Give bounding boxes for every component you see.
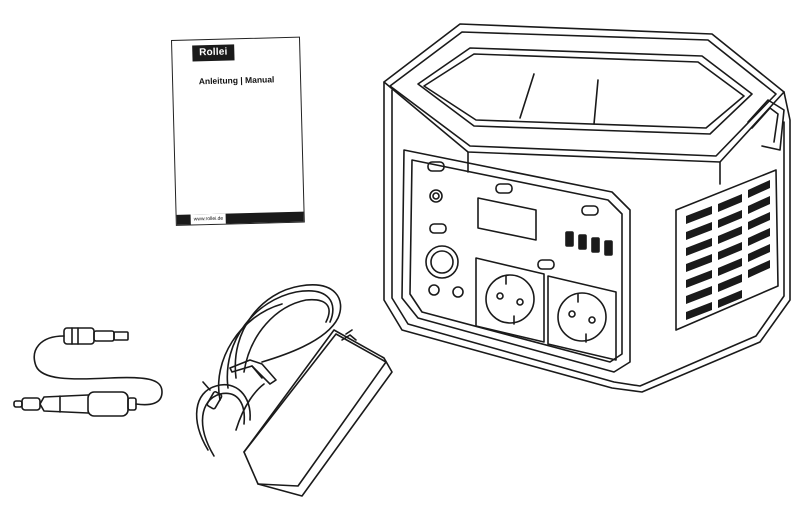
portable-power-station: [383, 23, 791, 393]
dc-plug-icon: [63, 327, 129, 345]
adapter-plug-icon: [202, 381, 223, 410]
side-vent-frame: [675, 169, 779, 331]
usb-ports-icon: [565, 231, 613, 256]
car-plug-icon: [13, 391, 137, 417]
car-charger-cable: [13, 327, 163, 417]
power-button-icon: [425, 245, 459, 279]
ac-socket-right-icon: [547, 275, 617, 361]
ac-socket-left-icon: [475, 257, 545, 343]
side-handle-icon: [747, 99, 785, 151]
ac-power-adapter: [195, 284, 393, 497]
indicator-small-icon: [427, 161, 599, 298]
display-screen-icon: [477, 197, 537, 241]
top-lid: [383, 23, 785, 163]
adapter-brick: [243, 329, 393, 497]
side-vent-grille-icon: [686, 180, 770, 320]
